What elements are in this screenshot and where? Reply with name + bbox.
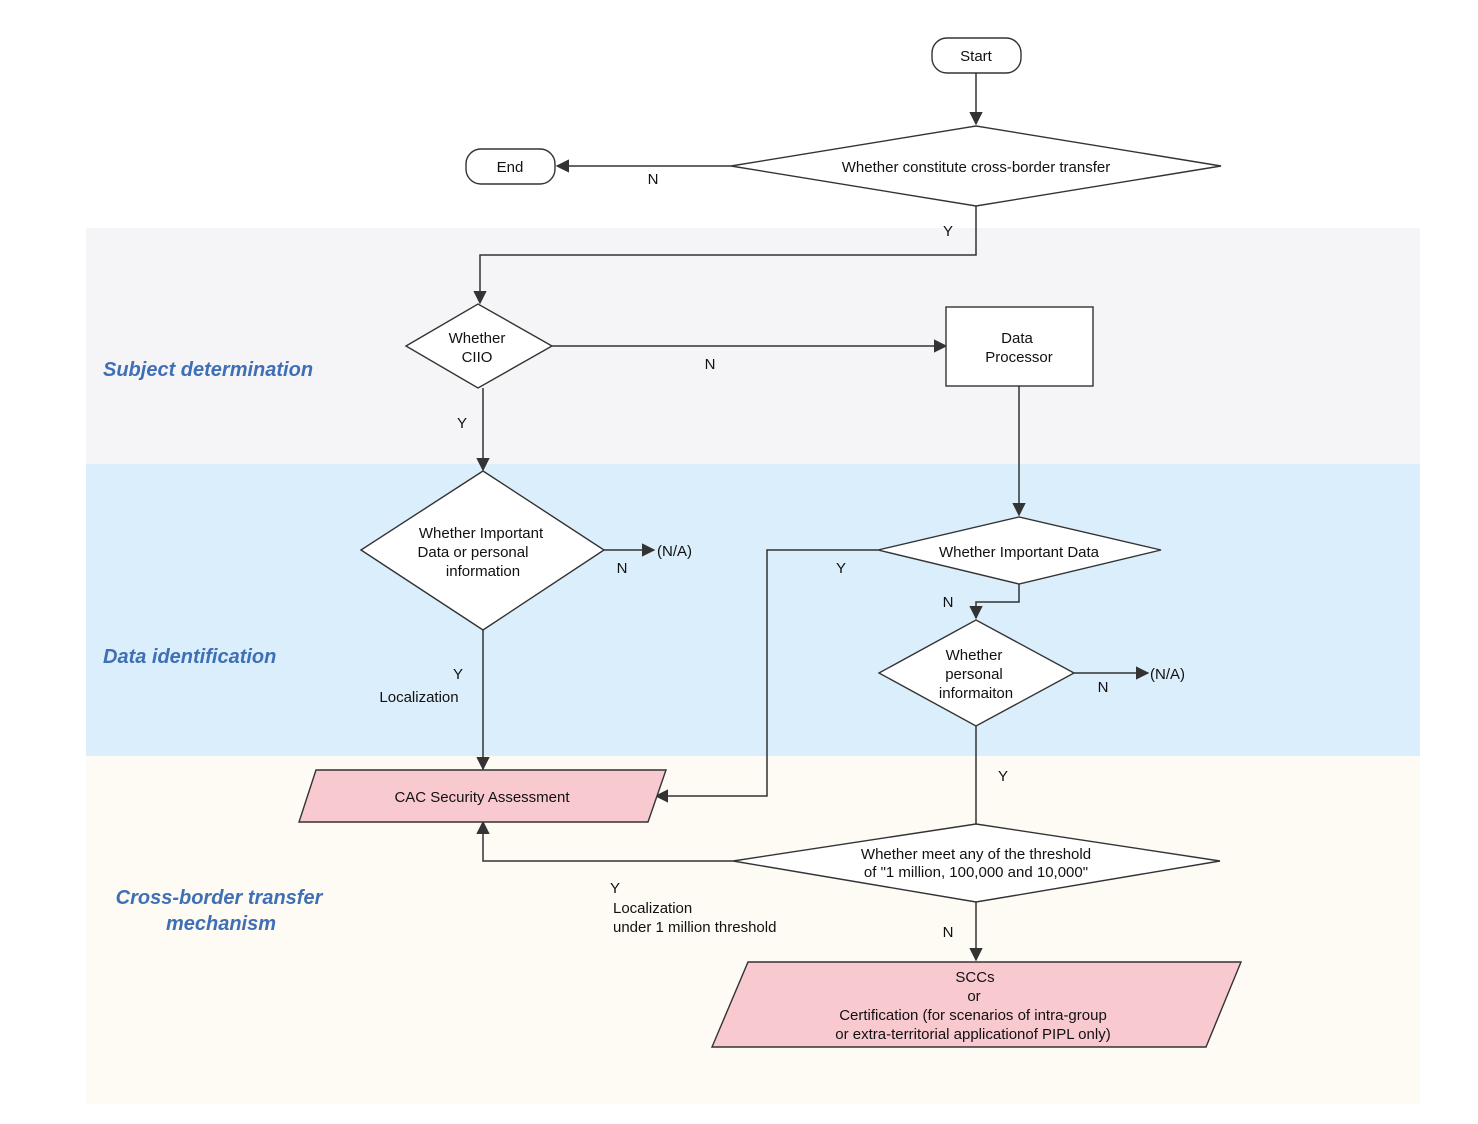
edge-label-cross-y: Y [943, 223, 953, 240]
decision-cross-border-label: Whether constitute cross-border transfer [842, 159, 1110, 176]
edge-label-na-1: (N/A) [657, 543, 692, 560]
start-node [931, 37, 1022, 74]
end-node [465, 148, 556, 185]
decision-important-data [877, 516, 1162, 585]
decision-ciio-label-2: CIIO [462, 349, 493, 366]
decision-threshold-label-2: of "1 million, 100,000 and 10,000" [864, 864, 1088, 881]
decision-cross-border [730, 125, 1222, 207]
decision-ciio [404, 303, 554, 389]
terminal-cac-label: CAC Security Assessment [394, 789, 570, 806]
process-data-processor [945, 306, 1094, 387]
edge-label-important-y: Y [836, 560, 846, 577]
edge-label-threshold-y: Y [610, 880, 620, 897]
band-label-mechanism-line2: mechanism [166, 913, 276, 935]
edge-cross-to-ciio [473, 206, 977, 305]
edge-label-n-1: N [617, 560, 628, 577]
decision-important-data-label: Whether Important Data [939, 544, 1100, 561]
start-label: Start [960, 48, 993, 65]
edge-label-threshold-n: N [943, 924, 954, 941]
decision-important-or-pi-label-1: Whether Important [419, 525, 544, 542]
process-data-processor-label-1: Data [1001, 330, 1033, 347]
band-label-subject: Subject determination [103, 359, 313, 381]
edge-label-pi-y: Y [998, 768, 1008, 785]
edge-label-y-localization-1: Y [453, 666, 463, 683]
terminal-cac-security-assessment [298, 769, 667, 823]
decision-ciio-label-1: Whether [449, 330, 506, 347]
edge-label-threshold-under: under 1 million threshold [613, 919, 776, 936]
band-label-data: Data identification [103, 646, 276, 668]
edge-label-threshold-localization: Localization [613, 900, 692, 917]
terminal-sccs-label-2: or [967, 988, 980, 1005]
decision-personal-info-label-2: personal [945, 666, 1003, 683]
edge-label-na-2: (N/A) [1150, 666, 1185, 683]
edge-important-to-pi [969, 584, 1020, 620]
edge-label-ciio-n: N [705, 356, 716, 373]
decision-important-or-pi [359, 470, 606, 631]
terminal-sccs-certification [710, 961, 1243, 1048]
terminal-sccs-label-1: SCCs [955, 969, 994, 986]
edge-label-localization-1: Localization [379, 689, 458, 706]
band-label-mechanism-line1: Cross-border transfer [116, 887, 324, 909]
edge-label-important-n: N [943, 594, 954, 611]
edge-label-cross-n: N [648, 171, 659, 188]
decision-threshold-label-1: Whether meet any of the threshold [861, 846, 1091, 863]
decision-personal-info-label-1: Whether [946, 647, 1003, 664]
edge-threshold-to-cac [476, 820, 733, 862]
decision-important-or-pi-label-3: information [446, 563, 520, 580]
band-data-identification [86, 464, 1420, 756]
edge-important-to-cac [654, 549, 878, 803]
decision-personal-info-label-3: informaiton [939, 685, 1013, 702]
decision-threshold [732, 823, 1221, 903]
edge-label-n-2: N [1098, 679, 1109, 696]
terminal-sccs-label-4: or extra-territorial applicationof PIPL … [835, 1026, 1110, 1043]
end-label: End [497, 159, 524, 176]
terminal-sccs-label-3: Certification (for scenarios of intra-gr… [839, 1007, 1107, 1024]
decision-important-or-pi-label-2: Data or personal [418, 544, 529, 561]
edge-label-ciio-y: Y [457, 415, 467, 432]
process-data-processor-label-2: Processor [985, 349, 1053, 366]
decision-personal-info [877, 619, 1076, 727]
